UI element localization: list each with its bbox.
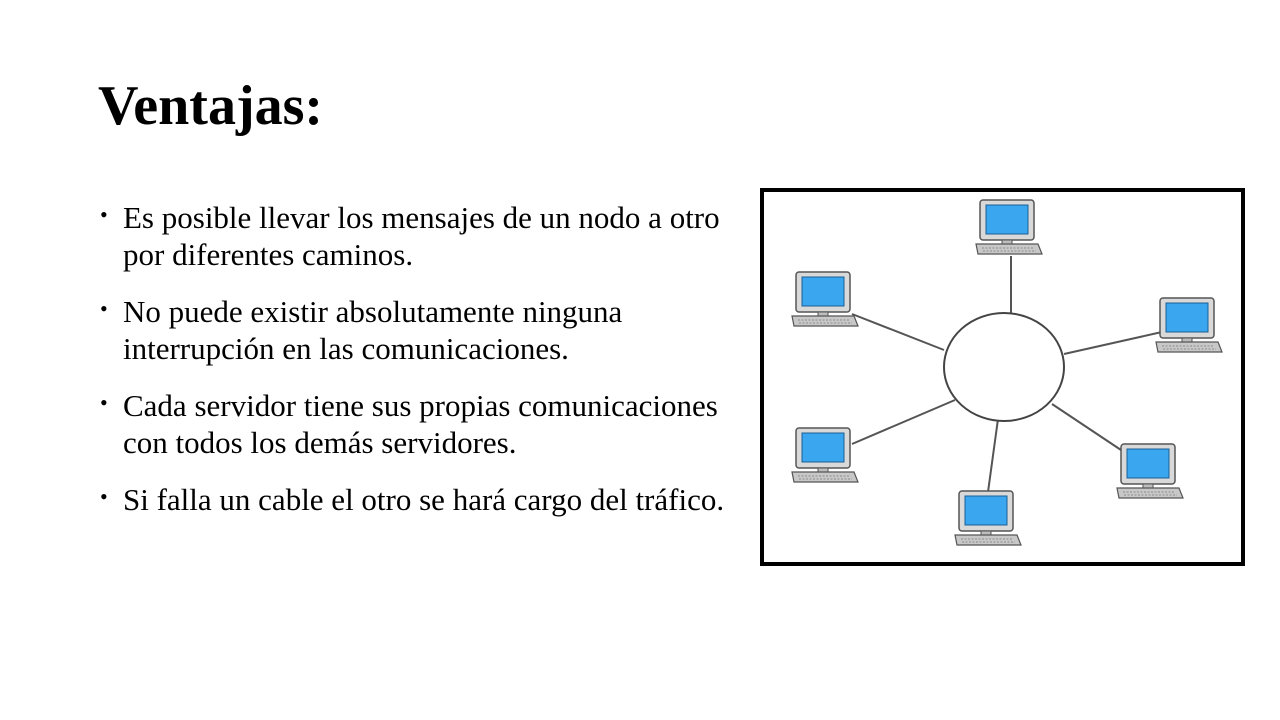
bullet-list: • Es posible llevar los mensajes de un n… — [100, 199, 740, 538]
computer-icon — [791, 271, 859, 327]
bullet-text: No puede existir absolutamente ninguna i… — [123, 294, 623, 366]
computer-icon — [791, 427, 859, 483]
central-node-circle — [943, 312, 1065, 422]
link-line — [1063, 331, 1163, 355]
computer-icon — [1116, 443, 1184, 499]
bullet-dot: • — [100, 202, 108, 227]
bullet-text: Cada servidor tiene sus propias comunica… — [123, 388, 718, 460]
computer-icon — [954, 490, 1022, 546]
bullet-item: • No puede existir absolutamente ninguna… — [100, 293, 740, 367]
bullet-item: • Es posible llevar los mensajes de un n… — [100, 199, 740, 273]
computer-icon — [1155, 297, 1223, 353]
bullet-item: • Si falla un cable el otro se hará carg… — [100, 481, 740, 518]
slide-title: Ventajas: — [98, 75, 324, 137]
bullet-item: • Cada servidor tiene sus propias comuni… — [100, 387, 740, 461]
bullet-text: Es posible llevar los mensajes de un nod… — [123, 200, 720, 272]
bullet-text: Si falla un cable el otro se hará cargo … — [123, 482, 725, 517]
bullet-dot: • — [100, 296, 108, 321]
bullet-dot: • — [100, 484, 108, 509]
link-line — [851, 313, 945, 351]
bullet-dot: • — [100, 390, 108, 415]
network-diagram — [791, 199, 1223, 546]
link-line — [851, 399, 956, 445]
link-line — [987, 418, 999, 493]
computer-icon — [975, 199, 1043, 255]
network-diagram-frame — [760, 188, 1245, 566]
link-line — [1051, 403, 1125, 453]
